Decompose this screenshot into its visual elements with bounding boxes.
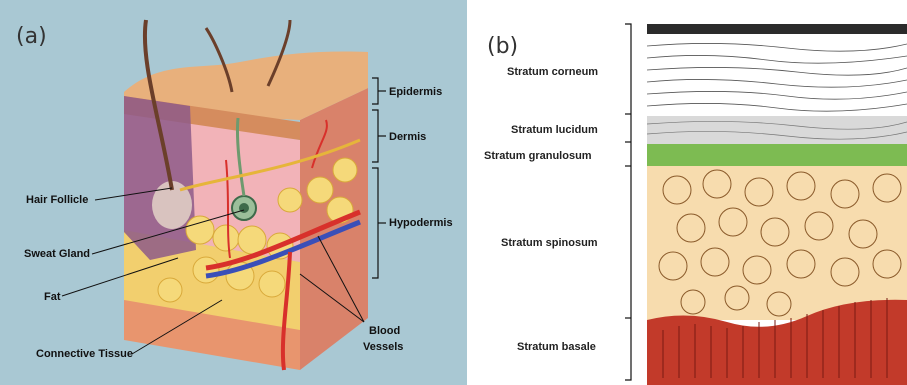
layer-brackets — [372, 78, 386, 278]
block-side-face — [300, 88, 368, 370]
label-vessels: Vessels — [363, 341, 403, 353]
label-stratum-lucidum: Stratum lucidum — [511, 124, 598, 136]
layer-spinosum — [647, 166, 907, 320]
label-stratum-corneum: Stratum corneum — [507, 66, 598, 78]
hair-follicle-region — [124, 96, 196, 260]
layer-granulosum — [647, 144, 907, 166]
label-connective-tissue: Connective Tissue — [36, 348, 133, 360]
layer-lucidum — [647, 116, 907, 144]
label-dermis: Dermis — [389, 131, 426, 143]
label-sweat-gland: Sweat Gland — [24, 248, 90, 260]
label-fat: Fat — [44, 291, 61, 303]
label-stratum-granulosum: Stratum granulosum — [484, 150, 592, 162]
label-blood: Blood — [369, 325, 400, 337]
label-hypodermis: Hypodermis — [389, 217, 453, 229]
label-hair-follicle: Hair Follicle — [26, 194, 88, 206]
corneum-top-edge — [647, 24, 907, 34]
layer-bracket-b — [625, 24, 631, 380]
label-epidermis: Epidermis — [389, 86, 442, 98]
label-stratum-spinosum: Stratum spinosum — [501, 237, 598, 249]
panel-a-skin-block: (a) — [0, 0, 467, 385]
epidermis-histology-illustration — [467, 0, 907, 385]
panel-b-epidermis-layers: (b) — [467, 0, 907, 385]
label-stratum-basale: Stratum basale — [517, 341, 596, 353]
